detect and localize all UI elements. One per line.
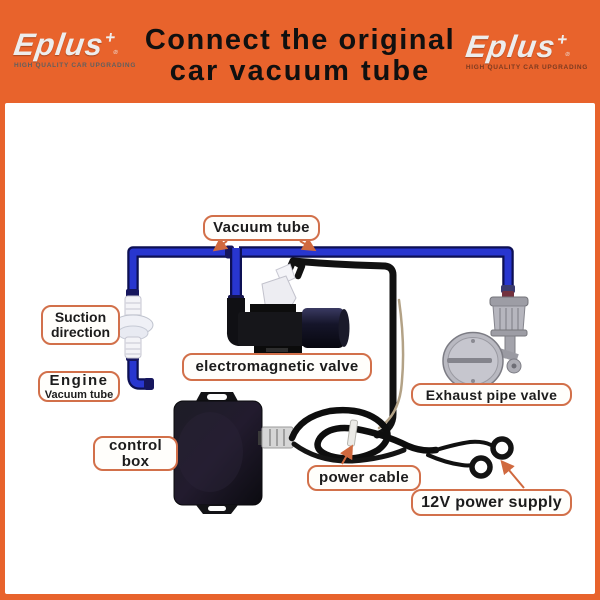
engine-line2: Vacuum tube [44, 388, 114, 401]
title-line-1: Connect the original [144, 24, 456, 56]
suction-line1: Suction [54, 309, 107, 325]
black-hose-run [279, 257, 405, 439]
title-line-2: car vacuum tube [169, 55, 431, 87]
power-cable-label: power cable [307, 465, 421, 491]
power-supply-text: 12V power supply [421, 493, 562, 511]
electromagnetic-valve-text: electromagnetic valve [195, 358, 359, 375]
page-title: Connect the original car vacuum tube [110, 24, 490, 87]
exhaust-pipe-valve-label: Exhaust pipe valve [411, 383, 572, 406]
control-box-label: control box [93, 436, 178, 471]
eplus-logo-left: Eplus + ® HIGH QUALITY CAR UPGRADING [12, 27, 137, 69]
electromagnetic-valve-image [226, 263, 350, 362]
engine-line1: Engine [49, 371, 109, 389]
control-line1: control [109, 436, 162, 454]
brand-tagline: HIGH QUALITY CAR UPGRADING [465, 64, 588, 71]
power-cable-image [258, 406, 440, 464]
engine-vacuum-tube-label: Engine Vacuum tube [38, 371, 120, 402]
control-box-image [173, 392, 263, 514]
exhaust-pipe-valve-text: Exhaust pipe valve [425, 386, 558, 403]
brand-tagline: HIGH QUALITY CAR UPGRADING [14, 62, 137, 69]
vacuum-tube-label: Vacuum tube [203, 215, 320, 241]
control-line2: box [121, 452, 150, 470]
ring-terminals-image [426, 436, 514, 479]
electromagnetic-valve-label: electromagnetic valve [182, 353, 372, 381]
callout-arrows [212, 237, 525, 489]
power-supply-label: 12V power supply [411, 489, 572, 516]
suction-line2: direction [50, 324, 111, 340]
suction-direction-label: Suction direction [41, 305, 120, 345]
inline-filter-image [112, 295, 154, 359]
exhaust-pipe-valve-image [442, 296, 529, 391]
vacuum-tube-text: Vacuum tube [213, 219, 310, 236]
eplus-logo-right: Eplus + ® HIGH QUALITY CAR UPGRADING [464, 29, 588, 71]
power-cable-text: power cable [319, 469, 409, 486]
